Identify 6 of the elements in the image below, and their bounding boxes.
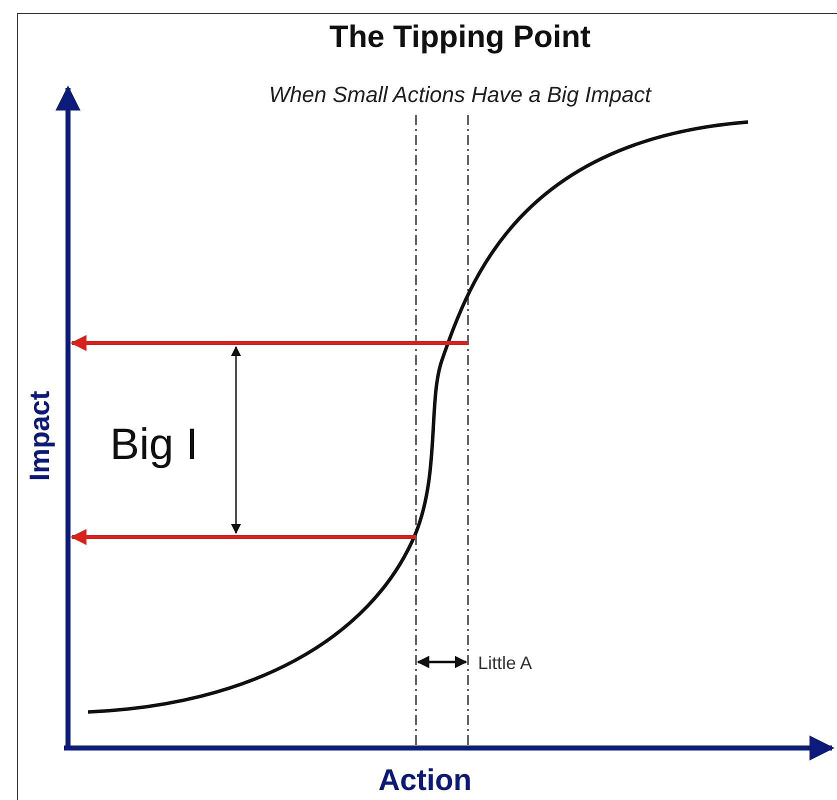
dimension-label: Big I <box>110 419 198 471</box>
axis-label: Impact <box>23 391 56 481</box>
subtitle: When Small Actions Have a Big Impact <box>268 81 653 109</box>
title: The Tipping Point <box>328 18 592 56</box>
dimension-label: Little A <box>478 652 532 675</box>
axis-label: Action <box>377 763 473 799</box>
